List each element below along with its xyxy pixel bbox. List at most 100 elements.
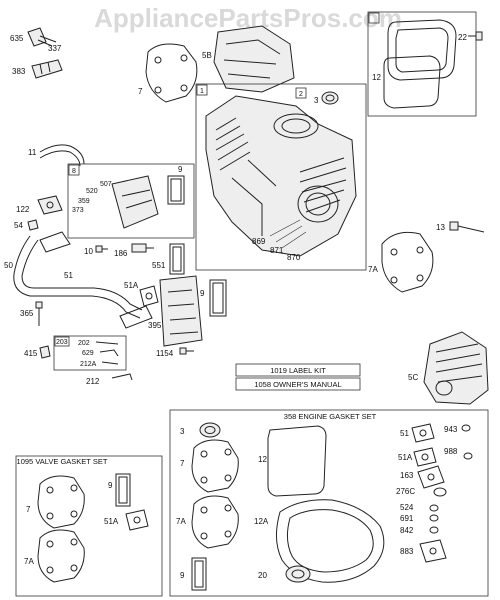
gasket-51a-mid-part <box>139 285 159 307</box>
label-871: 871 <box>270 246 284 255</box>
g-label-943: 943 <box>444 425 458 434</box>
g-label-691: 691 <box>400 514 414 523</box>
bolt-365-part <box>35 301 43 326</box>
valve-gasket-7a-part <box>37 529 85 583</box>
g-label-9: 9 <box>180 571 185 580</box>
governor-plate-part <box>111 175 159 229</box>
exhaust-pipe-part <box>13 231 153 329</box>
label-7a-right: 7A <box>368 265 378 274</box>
ring-943-part <box>461 424 471 432</box>
box-2-tag <box>295 87 307 99</box>
cylinder-block-part <box>205 95 357 257</box>
linkage-box <box>53 335 127 371</box>
g-label-51: 51 <box>400 429 409 438</box>
g-label-276c: 276C <box>396 487 415 496</box>
label-122: 122 <box>16 205 30 214</box>
head-gasket-top-part <box>145 43 198 103</box>
owners-manual-title: 1058 OWNER'S MANUAL <box>254 380 341 389</box>
engine-gasket-set-box <box>169 409 489 597</box>
valve-gasket-51a-part <box>125 509 149 531</box>
label-9-cover: 9 <box>200 289 205 298</box>
label-870: 870 <box>287 253 301 262</box>
valve-gasket-set-title: 1095 VALVE GASKET SET <box>17 457 108 466</box>
label-13: 13 <box>436 223 445 232</box>
breather-box <box>367 11 477 117</box>
label-kit-box <box>235 363 361 377</box>
bolt-10-part <box>95 245 108 253</box>
v-label-51a: 51A <box>104 517 119 526</box>
g-label-7: 7 <box>180 459 185 468</box>
label-2: 2 <box>299 91 303 98</box>
g-label-988: 988 <box>444 447 458 456</box>
gasket-883-part <box>419 539 447 563</box>
label-337: 337 <box>48 44 62 53</box>
valve-gasket-set-box <box>15 455 163 597</box>
label-415: 415 <box>24 349 38 358</box>
label-203: 203 <box>56 339 68 346</box>
bolt-13-part <box>449 221 485 233</box>
label-9-mid: 9 <box>178 165 183 174</box>
gasket-7-set-part <box>191 439 239 493</box>
breather-cover-part <box>387 19 457 81</box>
label-12-top: 12 <box>372 73 381 82</box>
label-212a: 212A <box>80 361 97 368</box>
gasket-163-part <box>417 465 445 489</box>
label-11: 11 <box>28 148 37 157</box>
label-22: 22 <box>458 33 467 42</box>
label-7-top: 7 <box>138 87 143 96</box>
seal-20-part <box>285 565 311 583</box>
gasket-51-set-part <box>411 423 435 443</box>
governor-box <box>67 163 195 239</box>
seal-524-part <box>429 504 439 512</box>
spark-plug-part <box>27 27 57 47</box>
fitting-186-part <box>131 243 154 253</box>
cover-plate-395-part <box>159 275 203 347</box>
label-629: 629 <box>82 350 94 357</box>
nut-54-part <box>27 219 39 231</box>
label-50: 50 <box>4 261 13 270</box>
engine-gasket-set-title: 358 ENGINE GASKET SET <box>284 412 377 421</box>
gasket-7a-set-part <box>191 495 239 549</box>
v-label-7a: 7A <box>24 557 34 566</box>
valve-gasket-7-part <box>37 475 85 529</box>
owners-manual-box <box>235 377 361 391</box>
box-8-tag <box>68 164 80 176</box>
label-5b: 5B <box>202 51 212 60</box>
g-label-3: 3 <box>180 427 185 436</box>
stud-leaders <box>269 219 307 249</box>
label-51a-mid: 51A <box>124 281 139 290</box>
oil-seal-part <box>321 91 339 105</box>
label-635: 635 <box>10 34 24 43</box>
flange-122-part <box>37 195 63 215</box>
gasket-9-set-part <box>191 557 207 591</box>
gasket-551-part <box>169 243 185 275</box>
gasket-9-cover-part <box>209 279 227 317</box>
g-label-12a: 12A <box>254 517 269 526</box>
breather-gasket-part <box>383 55 441 109</box>
gasket-12a-set-part <box>276 499 385 583</box>
label-54: 54 <box>14 221 23 230</box>
g-label-524: 524 <box>400 503 414 512</box>
label-1: 1 <box>200 88 204 95</box>
label-520: 520 <box>86 188 98 195</box>
label-kit-title: 1019 LABEL KIT <box>270 366 326 375</box>
seal-691-part <box>429 514 439 522</box>
g-label-842: 842 <box>400 526 414 535</box>
label-373: 373 <box>72 207 84 214</box>
label-186: 186 <box>114 249 128 258</box>
head-gasket-right-part <box>381 231 434 293</box>
valve-gasket-9-part <box>115 473 131 507</box>
governor-gasket-part <box>167 175 185 205</box>
ring-988-part <box>463 452 473 460</box>
label-1154: 1154 <box>156 349 174 358</box>
label-395: 395 <box>148 321 162 330</box>
label-359: 359 <box>78 198 90 205</box>
g-label-7a: 7A <box>176 517 186 526</box>
breather-tube-part <box>39 144 85 167</box>
seal-3-part <box>199 422 221 438</box>
label-10: 10 <box>84 247 93 256</box>
label-51-left: 51 <box>64 271 73 280</box>
terminal-part <box>31 59 63 79</box>
label-3: 3 <box>314 96 319 105</box>
